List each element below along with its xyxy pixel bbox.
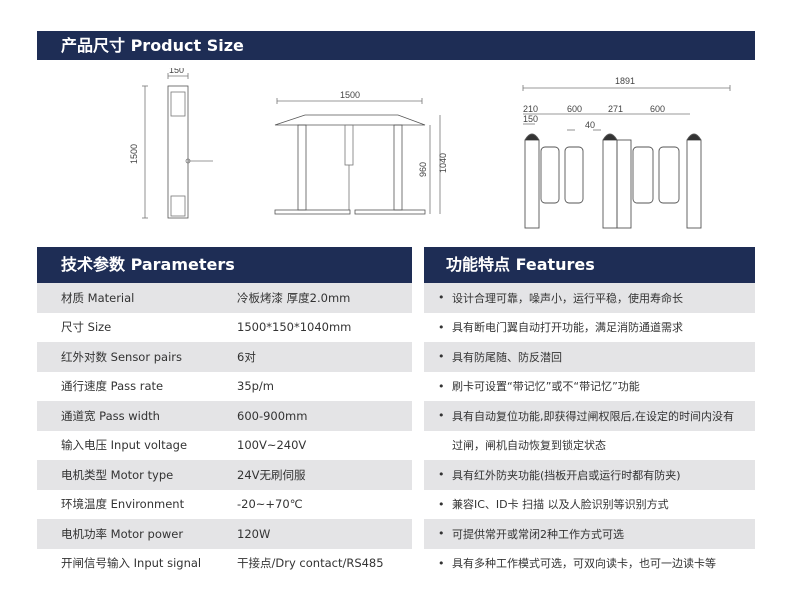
parameter-label: 电机类型 Motor type	[61, 467, 174, 482]
feature-text: 兼容IC、ID卡 扫描 以及人脸识别等识别方式	[452, 498, 669, 512]
top-600b-dim: 600	[650, 104, 665, 114]
feature-text: 可提供常开或常闭2种工作方式可选	[452, 527, 624, 541]
side-view-drawing: 150 1500	[129, 68, 213, 219]
front-view-drawing: 1500 960 1040	[274, 90, 448, 215]
parameter-value: 冷板烤漆 厚度2.0mm	[237, 290, 351, 305]
parameter-value: 100V~240V	[237, 438, 307, 453]
parameter-label: 输入电压 Input voltage	[61, 438, 188, 453]
parameter-value: 120W	[237, 526, 271, 541]
parameter-value: 6对	[237, 349, 256, 364]
features-title: 功能特点 Features	[446, 255, 595, 274]
parameter-label: 电机功率 Motor power	[61, 526, 184, 541]
feature-row: • 设计合理可靠，噪声小，运行平稳，使用寿命长	[424, 283, 755, 313]
feature-text: 具有多种工作模式可选，可双向读卡，也可一边读卡等	[452, 557, 716, 571]
product-size-header: 产品尺寸 Product Size	[37, 31, 755, 60]
feature-row: • 兼容IC、ID卡 扫描 以及人脸识别等识别方式	[424, 490, 755, 520]
feature-row: • 具有红外防夹功能(挡板开启或运行时都有防夹)	[424, 460, 755, 490]
feature-text: 具有红外防夹功能(挡板开启或运行时都有防夹)	[452, 468, 681, 482]
parameter-row: 通行速度 Pass rate 35p/m	[37, 372, 412, 402]
bullet-icon: •	[438, 291, 445, 305]
feature-row: • 具有多种工作模式可选，可双向读卡，也可一边读卡等	[424, 549, 755, 579]
feature-text: 刷卡可设置“带记忆”或不“带记忆”功能	[452, 380, 640, 394]
parameter-value: 600-900mm	[237, 408, 308, 423]
parameter-row: 电机类型 Motor type 24V无刷伺服	[37, 460, 412, 490]
bullet-icon: •	[438, 556, 445, 570]
side-height-dim: 1500	[129, 144, 139, 164]
front-h2-dim: 1040	[438, 153, 448, 173]
parameter-row: 开闸信号输入 Input signal 干接点/Dry contact/RS485	[37, 549, 412, 579]
features-list: • 设计合理可靠，噪声小，运行平稳，使用寿命长 • 具有断电门翼自动打开功能，满足消防…	[424, 283, 755, 578]
product-size-title: 产品尺寸 Product Size	[61, 36, 244, 55]
side-width-dim: 150	[169, 68, 184, 75]
parameter-label: 通行速度 Pass rate	[61, 379, 164, 394]
feature-row: • 具有断电门翼自动打开功能，满足消防通道需求	[424, 313, 755, 343]
parameter-row: 输入电压 Input voltage 100V~240V	[37, 431, 412, 461]
top-40-dim: 40	[585, 120, 595, 130]
parameter-label: 尺寸 Size	[61, 320, 112, 335]
parameter-value: 24V无刷伺服	[237, 467, 306, 482]
feature-text: 具有自动复位功能,即获得过闸权限后,在设定的时间内没有	[452, 409, 734, 423]
parameter-value: 1500*150*1040mm	[237, 320, 352, 335]
parameter-label: 红外对数 Sensor pairs	[61, 349, 182, 364]
top-271-dim: 271	[608, 104, 623, 114]
parameter-row: 尺寸 Size 1500*150*1040mm	[37, 313, 412, 343]
front-width-dim: 1500	[340, 90, 360, 100]
top-600a-dim: 600	[567, 104, 582, 114]
feature-row: 过闸，闸机自动恢复到锁定状态	[424, 431, 755, 461]
bullet-icon: •	[438, 379, 445, 393]
lane-layout-drawing: 1891 210 600 271 600 40 150	[522, 76, 731, 229]
bullet-icon: •	[438, 527, 445, 541]
top-210-dim: 210	[523, 104, 538, 114]
parameter-row: 通道宽 Pass width 600-900mm	[37, 401, 412, 431]
parameter-value: -20~+70℃	[237, 497, 303, 512]
parameter-row: 红外对数 Sensor pairs 6对	[37, 342, 412, 372]
feature-text: 具有防尾随、防反潜回	[452, 350, 562, 364]
parameter-label: 环境温度 Environment	[61, 497, 185, 512]
feature-text: 具有断电门翼自动打开功能，满足消防通道需求	[452, 321, 683, 335]
front-h1-dim: 960	[418, 162, 428, 177]
feature-text: 设计合理可靠，噪声小，运行平稳，使用寿命长	[452, 291, 683, 305]
bullet-icon: •	[438, 320, 445, 334]
parameter-value: 干接点/Dry contact/RS485	[237, 556, 384, 571]
top-total-dim: 1891	[615, 76, 635, 86]
feature-text: 过闸，闸机自动恢复到锁定状态	[452, 439, 606, 453]
feature-row: • 刷卡可设置“带记忆”或不“带记忆”功能	[424, 372, 755, 402]
parameter-row: 材质 Material 冷板烤漆 厚度2.0mm	[37, 283, 412, 313]
features-header: 功能特点 Features	[424, 247, 755, 283]
bullet-icon: •	[438, 497, 445, 511]
parameter-label: 开闸信号输入 Input signal	[61, 556, 202, 571]
top-150-dim: 150	[523, 114, 538, 124]
parameters-table: 材质 Material 冷板烤漆 厚度2.0mm 尺寸 Size 1500*150*1…	[37, 283, 412, 578]
parameters-header: 技术参数 Parameters	[37, 247, 412, 283]
feature-row: • 可提供常开或常闭2种工作方式可选	[424, 519, 755, 549]
bullet-icon: •	[438, 409, 445, 423]
parameters-title: 技术参数 Parameters	[61, 255, 235, 274]
feature-row: • 具有自动复位功能,即获得过闸权限后,在设定的时间内没有	[424, 401, 755, 431]
parameter-row: 环境温度 Environment -20~+70℃	[37, 490, 412, 520]
feature-row: • 具有防尾随、防反潜回	[424, 342, 755, 372]
parameter-value: 35p/m	[237, 379, 275, 394]
parameter-row: 电机功率 Motor power 120W	[37, 519, 412, 549]
parameter-label: 材质 Material	[61, 290, 135, 305]
parameter-label: 通道宽 Pass width	[61, 408, 160, 423]
bullet-icon: •	[438, 468, 445, 482]
bullet-icon: •	[438, 350, 445, 364]
